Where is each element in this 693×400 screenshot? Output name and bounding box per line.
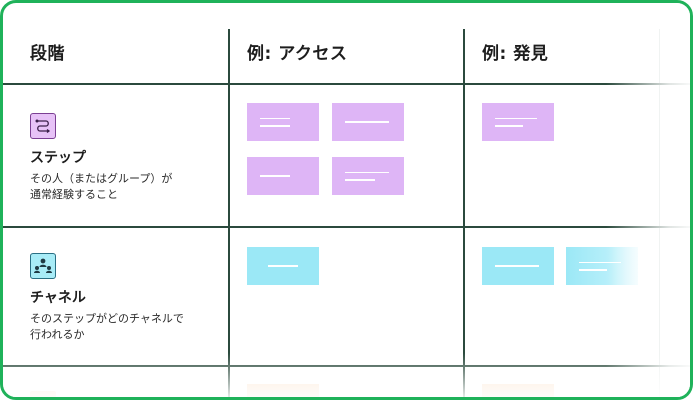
stage-desc-channels-line2: 行われるか [30, 328, 85, 341]
column-divider-1 [228, 29, 230, 397]
sticky-note[interactable] [482, 103, 554, 141]
stage-title-channels: チャネル [30, 290, 86, 306]
stage-desc-steps-line1: その人（またはグループ）が [30, 172, 173, 185]
flow-steps-icon [30, 113, 56, 139]
stage-desc-steps-line2: 通常経験すること [30, 188, 118, 201]
edge-fade-bottom [3, 353, 690, 397]
sticky-note[interactable] [247, 247, 319, 285]
row-divider-1 [3, 226, 690, 228]
header-example-discovery: 例: 発見 [482, 44, 549, 64]
header-divider [3, 83, 690, 85]
header-example-access: 例: アクセス [247, 44, 348, 64]
sticky-note[interactable] [332, 103, 404, 141]
sticky-note[interactable] [247, 103, 319, 141]
stage-desc-channels-line1: そのステップがどのチャネルで [30, 312, 184, 325]
column-divider-2 [463, 29, 465, 397]
journey-map-board: 段階 例: アクセス 例: 発見 ステップ その人（またはグループ）が 通常経験… [3, 3, 690, 397]
header-stage: 段階 [30, 44, 65, 64]
people-network-icon [30, 253, 56, 279]
edge-fade-right [606, 3, 690, 397]
sticky-note[interactable] [482, 247, 554, 285]
sticky-note[interactable] [247, 157, 319, 195]
sticky-note[interactable] [332, 157, 404, 195]
stage-title-steps: ステップ [30, 150, 86, 166]
